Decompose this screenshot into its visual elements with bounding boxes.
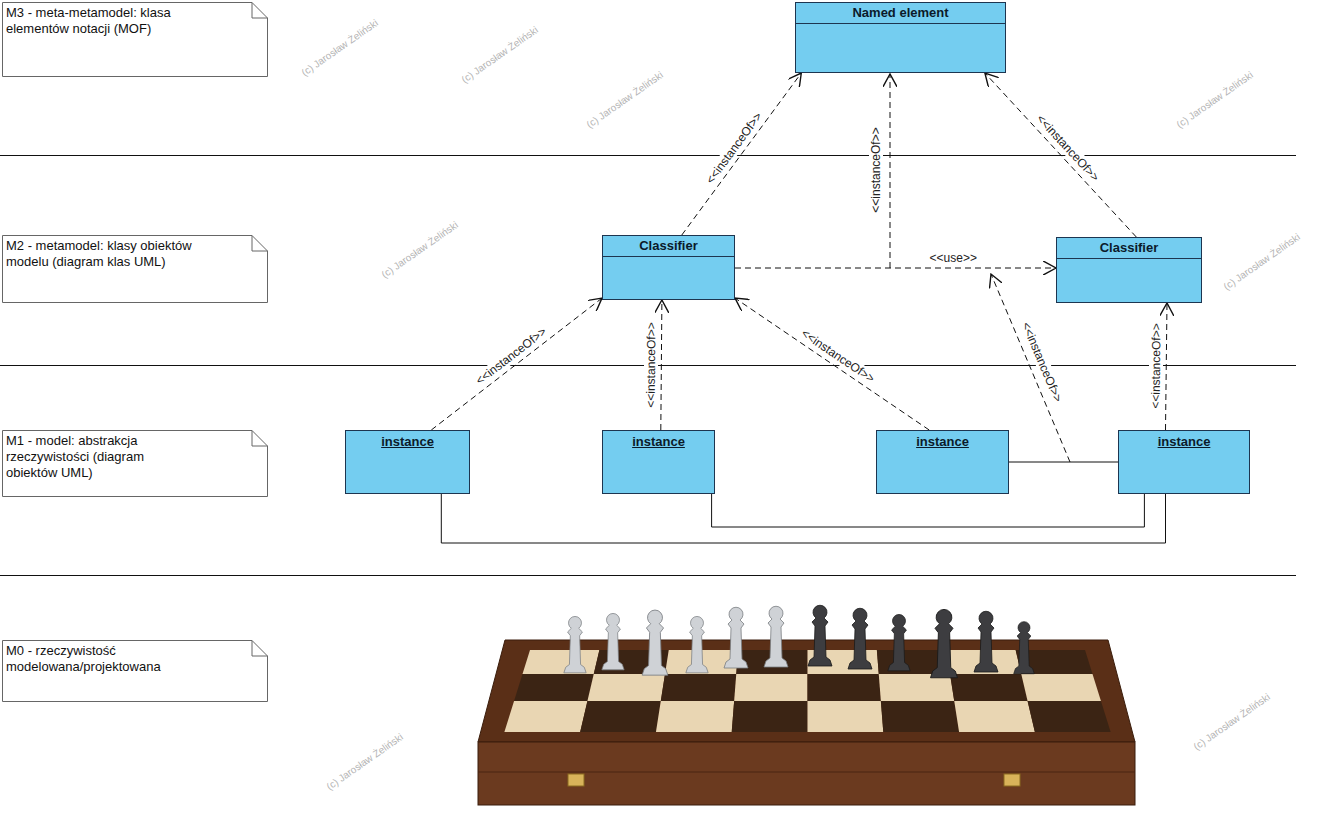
object-box: instance	[1118, 430, 1250, 494]
stereotype-label: <<use>>	[929, 251, 978, 265]
board-square	[734, 674, 807, 701]
watermark: (c) Jarosław Żeliński	[323, 730, 407, 795]
board-square	[656, 701, 734, 732]
board-square	[1028, 701, 1111, 732]
watermark: (c) Jarosław Żeliński	[298, 16, 382, 81]
stereotype-label: <<instanceOf>>	[1018, 319, 1065, 405]
board-square	[504, 701, 587, 732]
board-square	[587, 674, 665, 701]
object-box: instance	[345, 430, 470, 494]
board-square	[732, 701, 808, 732]
link-line	[712, 494, 1145, 527]
level-note: M1 - model: abstrakcja rzeczywistości (d…	[2, 430, 268, 497]
watermark: (c) Jarosław Żeliński	[1173, 68, 1257, 133]
class-box: Classifier	[1056, 237, 1202, 303]
link-line	[1009, 462, 1118, 463]
board-square	[523, 650, 600, 674]
stereotype-label: <<instanceOf>>	[472, 324, 550, 389]
note-text: M2 - metamodel: klasy obiektów modelu (d…	[2, 235, 200, 273]
stereotype-label: <<instanceOf>>	[1149, 323, 1164, 411]
stereotype-label: <<instanceOf>>	[798, 325, 878, 386]
dependency-arrow	[1166, 303, 1168, 430]
level-separators	[0, 156, 1296, 576]
note-text: M3 - meta-metamodel: klasa elementów not…	[2, 2, 200, 40]
stereotype-label: <<instanceOf>>	[644, 321, 659, 409]
board-square	[661, 674, 736, 701]
link-line	[441, 494, 1165, 543]
dependency-arrow	[735, 298, 929, 430]
watermark: (c) Jarosław Żeliński	[378, 218, 462, 283]
note-text: M0 - rzeczywistość modelowana/projektowa…	[2, 640, 200, 678]
dependency-arrow	[682, 73, 802, 235]
board-square	[808, 701, 884, 732]
class-box: Classifier	[602, 235, 735, 300]
board-square	[808, 674, 881, 701]
note-text: M1 - model: abstrakcja rzeczywistości (d…	[2, 430, 200, 484]
chessboard-illustration	[478, 605, 1135, 805]
watermark: (c) Jarosław Żeliński	[1190, 690, 1274, 755]
watermark: (c) Jarosław Żeliński	[583, 68, 667, 133]
object-name: instance	[877, 431, 1008, 453]
class-box: Named element	[795, 2, 1006, 73]
class-name: Named element	[796, 3, 1005, 24]
board-square	[881, 701, 959, 732]
level-note: M3 - meta-metamodel: klasa elementów not…	[2, 2, 268, 77]
object-box: instance	[602, 430, 715, 494]
dependency-arrow	[735, 268, 1056, 269]
class-name: Classifier	[603, 236, 734, 257]
dependency-arrow	[985, 73, 1136, 237]
watermark: (c) Jarosław Żeliński	[1220, 230, 1304, 295]
board-square	[950, 674, 1028, 701]
class-name: Classifier	[1057, 238, 1201, 259]
watermark: (c) Jarosław Żeliński	[458, 23, 542, 88]
level-note: M2 - metamodel: klasy obiektów modelu (d…	[2, 235, 268, 303]
level-note: M0 - rzeczywistość modelowana/projektowa…	[2, 640, 268, 702]
stereotype-label: <<instanceOf>>	[1033, 111, 1103, 185]
stereotype-label: <<instanceOf>>	[869, 126, 883, 213]
board-square	[954, 701, 1035, 732]
board-square	[514, 674, 594, 701]
object-name: instance	[1119, 431, 1249, 453]
stereotype-label: <<instanceOf>>	[702, 109, 765, 188]
object-box: instance	[876, 430, 1009, 494]
object-name: instance	[603, 431, 714, 453]
dependency-arrow	[661, 300, 662, 430]
dependency-arrow	[431, 298, 602, 430]
board-square	[1021, 674, 1101, 701]
object-name: instance	[346, 431, 469, 453]
board-square	[580, 701, 661, 732]
